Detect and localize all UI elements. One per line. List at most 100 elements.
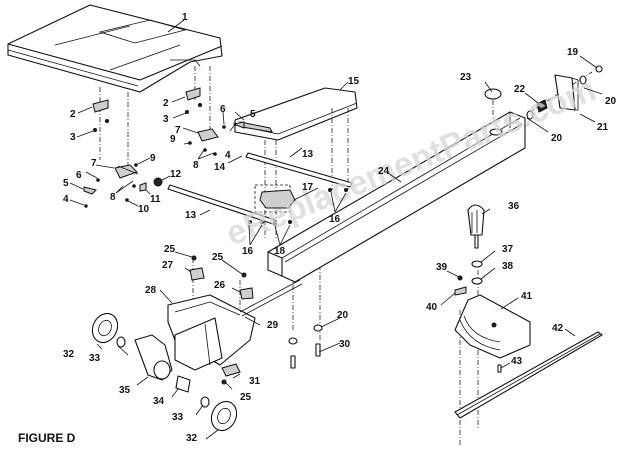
part-5-clip-left <box>83 186 97 195</box>
label-part-43: 43 <box>511 356 523 367</box>
part-35-handle <box>134 334 173 381</box>
label-part-7: 7 <box>91 158 97 169</box>
label-part-3: 3 <box>163 114 169 125</box>
label-part-39: 39 <box>436 262 448 273</box>
part-26-bracket <box>239 287 254 300</box>
label-part-7: 7 <box>175 125 181 136</box>
part-22-spring <box>536 99 548 113</box>
part-13-rod-upper <box>245 152 353 188</box>
part-33-washer-right <box>200 396 210 408</box>
part-labels: 1 2 2 3 3 4 4 5 5 6 6 7 7 8 8 9 9 10 11 … <box>63 12 617 444</box>
part-40-pointer <box>454 286 467 296</box>
part-20-washer-c <box>288 324 323 345</box>
label-part-25: 25 <box>212 252 224 263</box>
label-part-3: 3 <box>70 132 76 143</box>
part-11-bracket <box>139 182 147 192</box>
label-part-25: 25 <box>240 392 252 403</box>
label-part-28: 28 <box>145 285 157 296</box>
part-2-bracket-left <box>92 99 109 113</box>
part-41-miter-head <box>454 294 531 359</box>
figure-caption: FIGURE D <box>18 431 76 445</box>
label-part-12: 12 <box>170 169 182 180</box>
label-part-31: 31 <box>249 376 261 387</box>
part-37-38-washers <box>471 260 483 285</box>
leader-lines <box>69 19 603 440</box>
part-27-bracket <box>189 267 205 281</box>
label-part-25: 25 <box>164 244 176 255</box>
part-32-wheel-right <box>210 400 238 432</box>
label-part-27: 27 <box>162 260 174 271</box>
label-part-10: 10 <box>138 204 150 215</box>
label-part-16: 16 <box>329 214 341 225</box>
part-20-washer-a <box>526 110 534 120</box>
part-3-screws <box>93 103 202 132</box>
part-28-housing <box>167 294 256 371</box>
label-part-29: 29 <box>267 320 279 331</box>
part-33-washer-left <box>116 336 126 348</box>
part-7-clamp-left <box>114 164 139 179</box>
label-part-5: 5 <box>63 178 69 189</box>
label-part-4: 4 <box>63 194 69 205</box>
label-part-6: 6 <box>220 104 226 115</box>
label-part-26: 26 <box>214 280 226 291</box>
part-25-screws <box>191 255 247 385</box>
part-12-knob-nut <box>153 177 163 187</box>
label-part-42: 42 <box>552 323 564 334</box>
label-part-2: 2 <box>70 109 76 120</box>
label-part-37: 37 <box>502 244 514 255</box>
small-fasteners <box>84 125 226 208</box>
label-part-11: 11 <box>150 194 161 205</box>
label-part-41: 41 <box>521 291 533 302</box>
part-32-wheel-left <box>91 312 119 344</box>
label-part-9: 9 <box>170 134 176 145</box>
part-16-18-pins <box>248 188 348 226</box>
part-23-cap <box>484 88 502 100</box>
label-part-14: 14 <box>214 162 226 173</box>
label-part-30: 30 <box>339 339 351 350</box>
label-part-17: 17 <box>302 182 314 193</box>
part-42-miter-bar <box>454 331 603 419</box>
part-34-bushing <box>175 375 191 393</box>
label-part-34: 34 <box>153 396 165 407</box>
part-43-pin <box>497 364 502 373</box>
part-36-knob <box>467 204 485 249</box>
part-29-rod <box>239 279 303 317</box>
part-31-bracket <box>221 363 241 377</box>
label-part-13: 13 <box>185 210 197 221</box>
label-part-20: 20 <box>551 133 563 144</box>
label-part-8: 8 <box>193 160 199 171</box>
label-part-18: 18 <box>274 246 286 257</box>
part-30-pins <box>290 343 321 369</box>
label-part-4: 4 <box>225 150 231 161</box>
part-21-plate <box>554 74 579 111</box>
label-part-6: 6 <box>76 170 82 181</box>
label-part-33: 33 <box>172 412 184 423</box>
label-part-1: 1 <box>182 12 188 23</box>
label-part-9: 9 <box>150 153 156 164</box>
label-part-35: 35 <box>119 385 131 396</box>
label-part-2: 2 <box>163 98 169 109</box>
label-part-16: 16 <box>242 246 254 257</box>
part-17-bracket <box>254 184 296 213</box>
label-part-23: 23 <box>460 72 472 83</box>
label-part-20: 20 <box>605 96 617 107</box>
label-part-36: 36 <box>508 201 520 212</box>
label-part-24: 24 <box>378 166 390 177</box>
part-15-extension-rail <box>234 87 358 141</box>
part-20-washer-b <box>579 75 587 85</box>
part-1-table-extension <box>7 4 223 93</box>
part-5-clip-right <box>232 121 245 129</box>
label-part-5: 5 <box>250 109 256 120</box>
part-24-rip-rail <box>267 111 526 283</box>
part-2-bracket-right <box>185 87 201 101</box>
label-part-38: 38 <box>502 261 514 272</box>
label-part-15: 15 <box>348 76 360 87</box>
label-part-19: 19 <box>567 47 579 58</box>
part-19-nut <box>595 65 603 73</box>
label-part-32: 32 <box>186 433 198 444</box>
label-part-8: 8 <box>110 192 116 203</box>
label-part-32: 32 <box>63 349 75 360</box>
label-part-21: 21 <box>597 122 609 133</box>
label-part-20: 20 <box>337 310 349 321</box>
